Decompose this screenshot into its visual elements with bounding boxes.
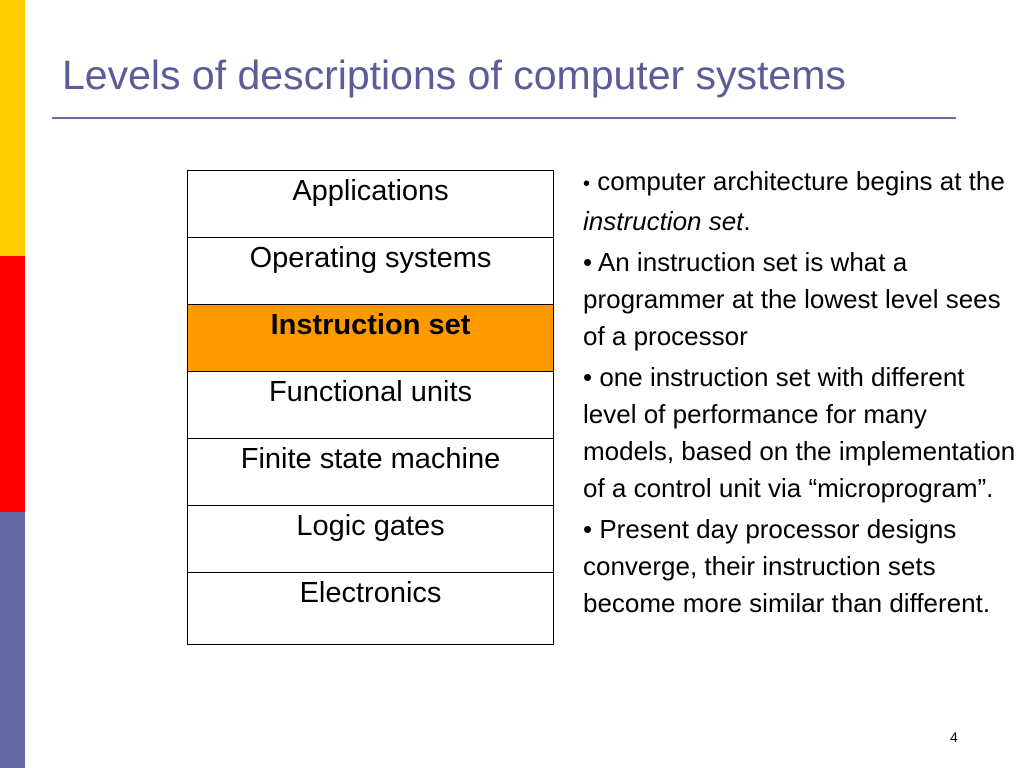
table-row: Electronics xyxy=(187,572,554,645)
bullet-icon: • xyxy=(583,173,591,195)
level-operating-systems: Operating systems xyxy=(187,237,554,305)
level-electronics: Electronics xyxy=(187,572,554,645)
bullet-text: . xyxy=(743,206,751,236)
slide-title: Levels of descriptions of computer syste… xyxy=(62,52,846,98)
table-row: Operating systems xyxy=(187,237,554,305)
table-row: Instruction set xyxy=(187,304,554,372)
level-logic-gates: Logic gates xyxy=(187,505,554,573)
level-applications: Applications xyxy=(187,170,554,238)
accent-bar-red xyxy=(0,256,25,512)
level-functional-units: Functional units xyxy=(187,371,554,439)
level-instruction-set: Instruction set xyxy=(187,304,554,372)
bullet-icon: • xyxy=(583,514,593,544)
accent-bar-blue xyxy=(0,512,25,768)
page-number: 4 xyxy=(950,729,958,745)
list-item: • Present day processor designs converge… xyxy=(583,511,1019,622)
bullet-icon: • xyxy=(583,362,593,392)
bullet-text: An instruction set is what a programmer … xyxy=(583,247,1001,351)
table-row: Finite state machine xyxy=(187,438,554,506)
bullet-list: • computer architecture begins at the in… xyxy=(583,163,1019,626)
list-item: • one instruction set with different lev… xyxy=(583,359,1019,507)
bullet-text: Present day processor designs converge, … xyxy=(583,514,991,618)
bullet-emphasis: instruction set xyxy=(583,206,744,236)
title-underline xyxy=(52,117,956,119)
bullet-text: one instruction set with different level… xyxy=(583,362,1016,503)
list-item: • computer architecture begins at the in… xyxy=(583,163,1019,240)
table-row: Functional units xyxy=(187,371,554,439)
accent-bar-yellow xyxy=(0,0,25,256)
list-item: • An instruction set is what a programme… xyxy=(583,244,1019,355)
bullet-text: computer architecture begins at the xyxy=(597,166,1005,196)
level-finite-state-machine: Finite state machine xyxy=(187,438,554,506)
levels-table: Applications Operating systems Instructi… xyxy=(187,170,554,645)
table-row: Applications xyxy=(187,170,554,238)
bullet-icon: • xyxy=(583,247,593,277)
table-row: Logic gates xyxy=(187,505,554,573)
